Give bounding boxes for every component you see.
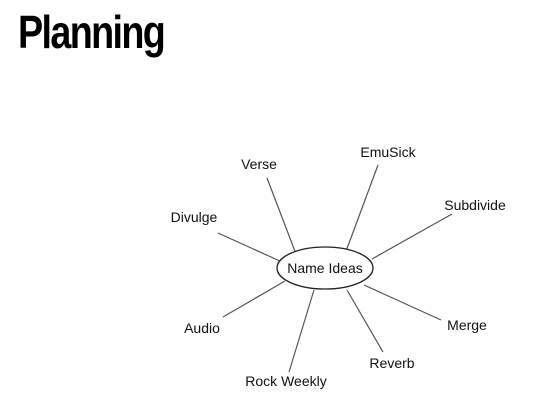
idea-label-audio: Audio [184, 320, 220, 336]
connector-verse [266, 177, 297, 255]
idea-label-rock-weekly: Rock Weekly [245, 373, 326, 389]
connector-divulge [217, 232, 283, 263]
idea-label-verse: Verse [241, 156, 277, 172]
idea-label-divulge: Divulge [171, 209, 218, 225]
connector-emusick [344, 164, 379, 255]
center-node-label: Name Ideas [287, 260, 362, 276]
connector-subdivide [371, 213, 453, 260]
idea-label-merge: Merge [447, 317, 487, 333]
connector-audio [222, 280, 286, 318]
center-node [276, 246, 374, 290]
connector-rock-weekly [288, 289, 315, 373]
idea-label-subdivide: Subdivide [444, 197, 506, 213]
connector-merge [363, 284, 442, 321]
page-title: Planning [18, 6, 166, 58]
idea-label-reverb: Reverb [369, 355, 414, 371]
connector-reverb [346, 289, 384, 353]
idea-label-emusick: EmuSick [360, 144, 416, 160]
